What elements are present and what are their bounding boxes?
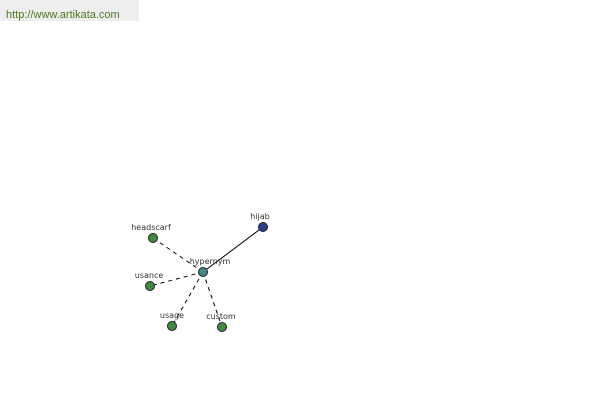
edge-hypernym-usance: [149, 271, 204, 287]
node-label-usage[interactable]: usage: [160, 311, 184, 320]
edge-hypernym-headscarf: [152, 237, 204, 273]
edge-hypernym-hijab: [202, 226, 264, 273]
graph-nodes: [145, 222, 268, 332]
edge-hypernym-usage: [171, 271, 204, 327]
node-headscarf[interactable]: [148, 233, 158, 243]
graph-edges: [149, 226, 264, 328]
node-usage[interactable]: [167, 321, 177, 331]
node-hijab[interactable]: [258, 222, 268, 232]
site-link-bar: http://www.artikata.com: [0, 0, 139, 21]
node-hypernym[interactable]: [198, 267, 208, 277]
node-label-headscarf[interactable]: headscarf: [131, 223, 171, 232]
node-custom[interactable]: [217, 322, 227, 332]
node-label-usance[interactable]: usance: [135, 271, 164, 280]
node-usance[interactable]: [145, 281, 155, 291]
node-label-hypernym[interactable]: hypernym: [190, 257, 231, 266]
site-link[interactable]: http://www.artikata.com: [6, 9, 120, 21]
graph-labels: hijab headscarf usance usage custom hypernym: [131, 212, 270, 321]
node-label-hijab[interactable]: hijab: [250, 212, 270, 221]
node-label-custom[interactable]: custom: [206, 312, 236, 321]
edge-hypernym-custom: [202, 271, 223, 328]
